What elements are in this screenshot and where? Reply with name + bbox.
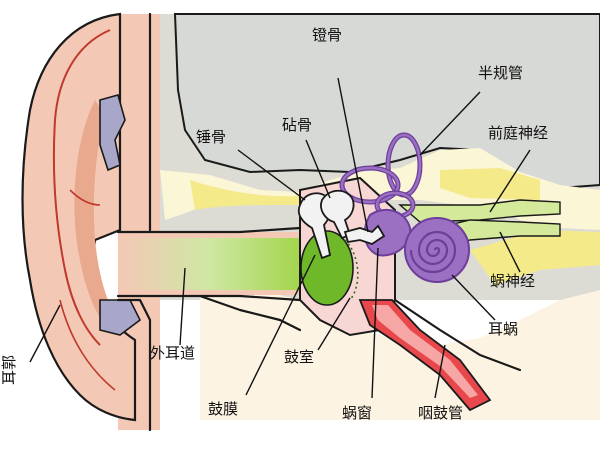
leader-stapes <box>337 77 369 233</box>
eardrum-dotted-edge <box>344 239 359 301</box>
skin-outline-lower <box>116 298 152 432</box>
yellow-region-right <box>440 168 540 200</box>
auricle-lobe-line <box>59 299 116 391</box>
label-ear-canal: 外耳道 <box>150 344 195 362</box>
leader-eardrum <box>245 254 316 396</box>
label-tympanic-cavity: 鼓室 <box>284 348 314 366</box>
leader-cochlea <box>451 274 496 321</box>
label-incus: 砧骨 <box>282 116 312 134</box>
leader-semicircular-canals <box>419 91 481 156</box>
leader-cochlear-nerve <box>499 231 521 273</box>
label-eardrum: 鼓膜 <box>208 400 238 418</box>
eardrum-shape <box>300 230 354 306</box>
bone-outline-lower <box>198 294 302 332</box>
label-semicircular-canals: 半规管 <box>478 64 523 82</box>
label-stapes: 镫骨 <box>312 26 342 44</box>
leader-tympanic-cavity <box>317 297 351 351</box>
label-malleus: 锤骨 <box>196 128 226 146</box>
label-round-window: 蜗窗 <box>342 404 372 422</box>
label-auricle: 耳郭 <box>0 355 18 385</box>
cochlea-shape <box>404 217 470 283</box>
cranial-cavity <box>173 13 600 190</box>
ear-canal-fill <box>118 238 318 290</box>
eustachian-tube-inner <box>372 305 478 398</box>
bone-band-lower <box>200 280 600 420</box>
leader-malleus <box>237 149 306 201</box>
leader-vestibular-nerve <box>489 149 531 213</box>
semicircular-canal-2-inner <box>340 166 400 204</box>
label-eustachian-tube: 咽鼓管 <box>418 404 463 422</box>
yellow-region <box>190 180 300 210</box>
leader-incus <box>305 139 331 199</box>
auricle-shading <box>74 100 118 330</box>
leader-ear-canal <box>179 267 186 346</box>
leader-eustachian-tube <box>434 344 446 399</box>
label-vestibular-nerve: 前庭神经 <box>488 124 548 142</box>
cochlea-spiral <box>409 230 457 274</box>
cartilage-upper <box>99 94 126 172</box>
label-cochlear-nerve: 蜗神经 <box>490 272 535 290</box>
bone-outline-mid <box>393 298 522 372</box>
yellow-region-lower <box>470 230 600 285</box>
leader-round-window <box>371 247 379 399</box>
label-cochlea: 耳蜗 <box>488 320 518 338</box>
stapes-shape <box>343 224 386 245</box>
auricle-vein <box>69 189 101 206</box>
auricle-inner-fold <box>52 29 111 346</box>
incus-shape <box>320 189 355 240</box>
leader-auricle <box>29 304 61 363</box>
